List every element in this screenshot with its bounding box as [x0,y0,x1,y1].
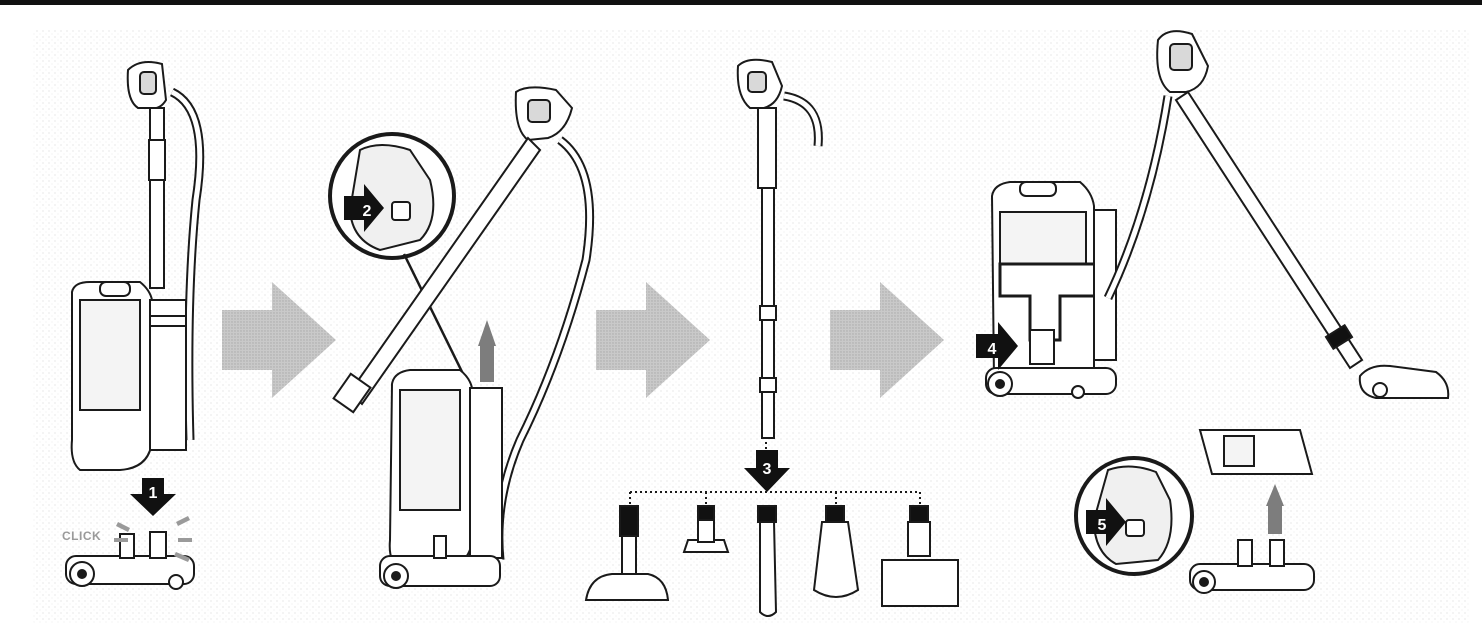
step-5-arrow: 5 [1086,498,1126,546]
figure-5-release-pod [1074,429,1315,594]
progress-arrow-3 [830,282,944,398]
step-4-label: 4 [988,341,997,358]
lift-arrow-2 [1266,484,1284,534]
top-rule [0,0,1482,5]
figure-4-canister-mode [985,30,1450,399]
figure-3-wand-attachments [584,58,959,617]
step-3-label: 3 [763,461,772,478]
step-4-arrow: 4 [976,322,1018,370]
lift-arrow-1 [478,320,496,382]
step-3-arrow: 3 [744,450,790,492]
progress-arrow-1 [222,282,336,398]
step-2-arrow: 2 [344,184,384,232]
step-1-arrow: 1 [130,478,176,516]
figure-2-remove-wand [328,86,595,589]
figure-1-upright-vacuum [65,61,205,590]
step-1-label: 1 [149,485,158,502]
progress-arrow-2 [596,282,710,398]
click-tick-marks [114,516,192,562]
step-5-label: 5 [1098,517,1107,534]
step-2-label: 2 [363,203,372,220]
click-label: CLICK [62,529,101,543]
